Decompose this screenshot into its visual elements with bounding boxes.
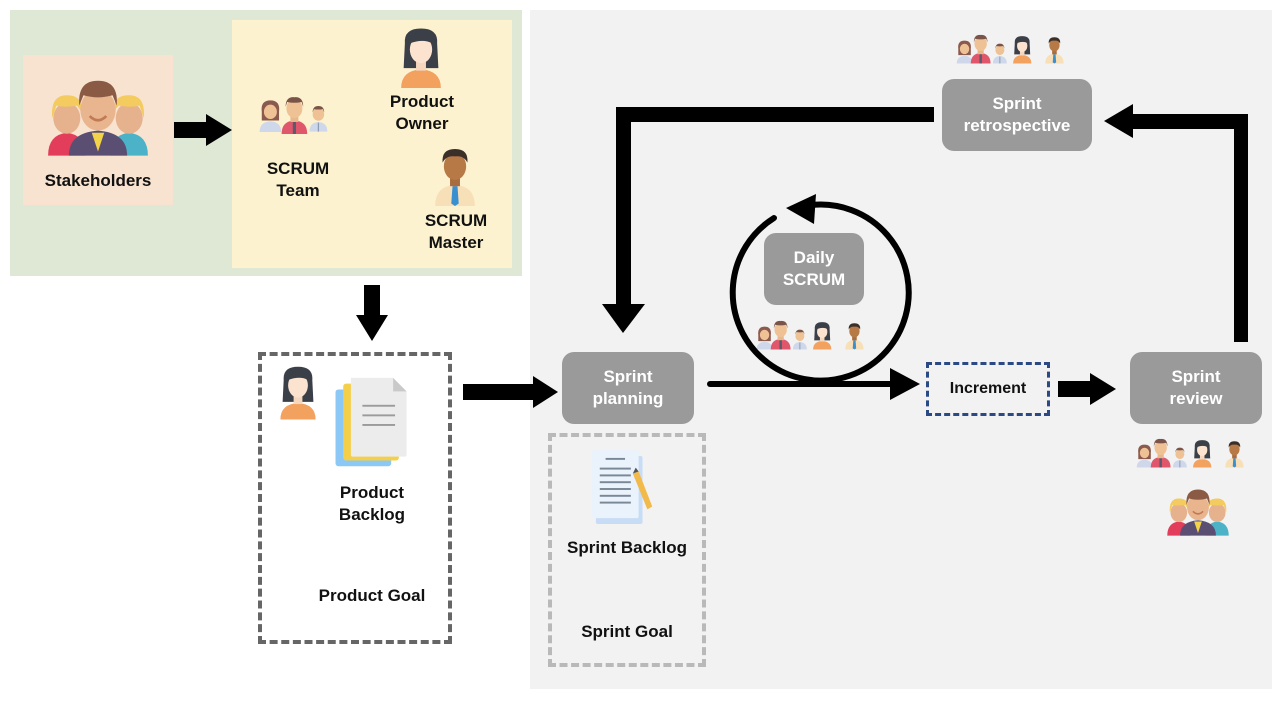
sprint-planning-label-line2: planning [592,389,664,408]
sprint-planning-box[interactable]: Sprint planning [562,352,694,424]
sprint-review-label-line2: review [1169,389,1223,408]
arrow-review-to-retrospective [1104,104,1248,342]
sprint-review-label-line1: Sprint [1171,367,1221,386]
daily-scrum-label-line2: SCRUM [782,270,846,289]
product-backlog-box [258,352,452,644]
scrum-master-label-line2: Master [428,233,484,252]
increment-box[interactable]: Increment [926,362,1050,416]
arrow-backlog-to-planning [463,376,558,408]
arrow-planning-to-increment [707,368,920,400]
sprint-review-box[interactable]: Sprint review [1130,352,1262,424]
scrum-team-label-line1: SCRUM [266,159,330,178]
scrum-master-label: SCRUM Master [404,210,508,254]
product-backlog-label: Product Backlog [320,482,424,526]
sprint-backlog-label: Sprint Backlog [567,538,687,557]
daily-scrum-label-line1: Daily [793,248,835,267]
increment-label: Increment [949,380,1027,397]
product-owner-label-line1: Product [389,92,455,111]
scrum-master-label-line1: SCRUM [424,211,488,230]
arrow-stakeholders-to-team [174,114,232,146]
arrow-team-to-backlog [356,285,388,341]
product-owner-label: Product Owner [370,91,474,135]
sprint-planning-label-line1: Sprint [603,367,653,386]
sprint-retrospective-label-line1: Sprint [992,94,1042,113]
sprint-goal-label: Sprint Goal [581,622,673,641]
product-owner-label-line2: Owner [395,114,449,133]
sprint-retrospective-box[interactable]: Sprint retrospective [942,79,1092,151]
stakeholders-label: Stakeholders [44,171,152,190]
arrow-retrospective-to-planning [602,107,934,333]
scrum-team-label: SCRUM Team [246,158,350,202]
product-backlog-label-line1: Product [339,483,405,502]
daily-scrum-cycle-arrow [729,194,912,384]
sprint-backlog-box [548,433,706,667]
scrum-team-label-line2: Team [276,181,320,200]
product-goal-label: Product Goal [318,586,426,605]
scrum-team-panel [232,20,512,268]
arrow-increment-to-review [1058,373,1116,405]
sprint-retrospective-label-line2: retrospective [963,116,1071,135]
daily-scrum-box[interactable]: Daily SCRUM [764,233,864,305]
product-backlog-label-line2: Backlog [338,505,406,524]
